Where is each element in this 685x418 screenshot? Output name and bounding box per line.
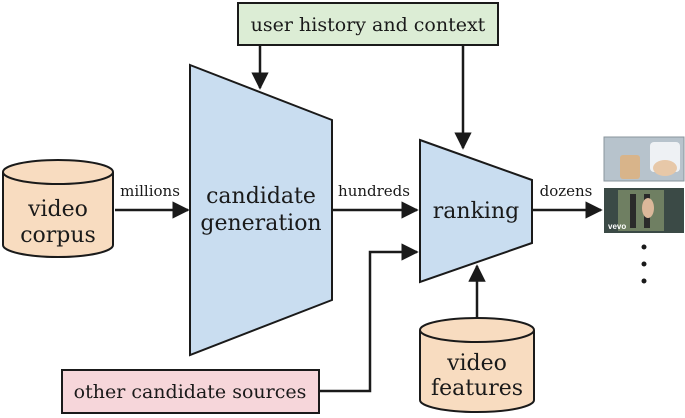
- ranking-label: ranking: [433, 199, 519, 224]
- other-sources-box: other candidate sources: [61, 369, 320, 414]
- user-history-label: user history and context: [251, 14, 486, 36]
- vevo-watermark: vevo: [608, 222, 626, 231]
- dozens-label: dozens: [540, 182, 593, 200]
- video-features-database: video features: [419, 317, 535, 413]
- more-results-ellipsis: [641, 244, 647, 284]
- candidate-generation-label-line2: generation: [200, 211, 321, 236]
- candidate-generation-stage: candidate generation: [189, 63, 333, 357]
- candidate-generation-label-line1: candidate: [206, 184, 316, 209]
- video-corpus-label-line1: video: [27, 197, 88, 222]
- arrow-other-sources-to-ranking: [319, 243, 419, 393]
- video-corpus-label-line2: corpus: [20, 223, 96, 248]
- other-sources-label: other candidate sources: [74, 381, 307, 403]
- ranking-stage: ranking: [419, 138, 533, 284]
- video-corpus-database: video corpus: [1, 159, 114, 258]
- user-history-box: user history and context: [237, 2, 499, 46]
- thumbnail-vevo-video: vevo: [604, 188, 684, 233]
- hundreds-label: hundreds: [338, 182, 410, 200]
- video-features-label-line2: features: [431, 376, 523, 401]
- millions-label: millions: [120, 182, 180, 200]
- video-features-label-line1: video: [446, 351, 507, 376]
- thumbnail-phone-video: [603, 136, 685, 182]
